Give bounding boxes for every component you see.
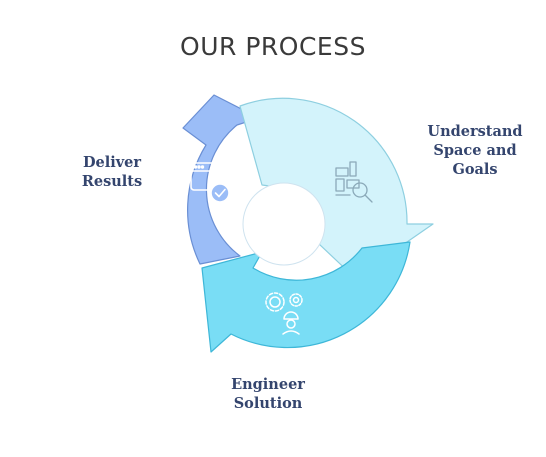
page-title: OUR PROCESS <box>180 32 366 61</box>
deliver-results-arrow <box>182 94 260 265</box>
layout-search-icon <box>335 161 373 203</box>
center-hub <box>242 182 326 266</box>
step-label-understand-space-and-goals: Understand Space and Goals <box>427 123 523 178</box>
gear-engineer-icon <box>265 292 303 335</box>
step-label-engineer-solution: Engineer Solution <box>231 376 305 412</box>
step-label-deliver-results: Deliver Results <box>81 154 143 190</box>
browser-check-icon <box>190 162 230 203</box>
engineer-solution-arrow <box>201 241 411 353</box>
